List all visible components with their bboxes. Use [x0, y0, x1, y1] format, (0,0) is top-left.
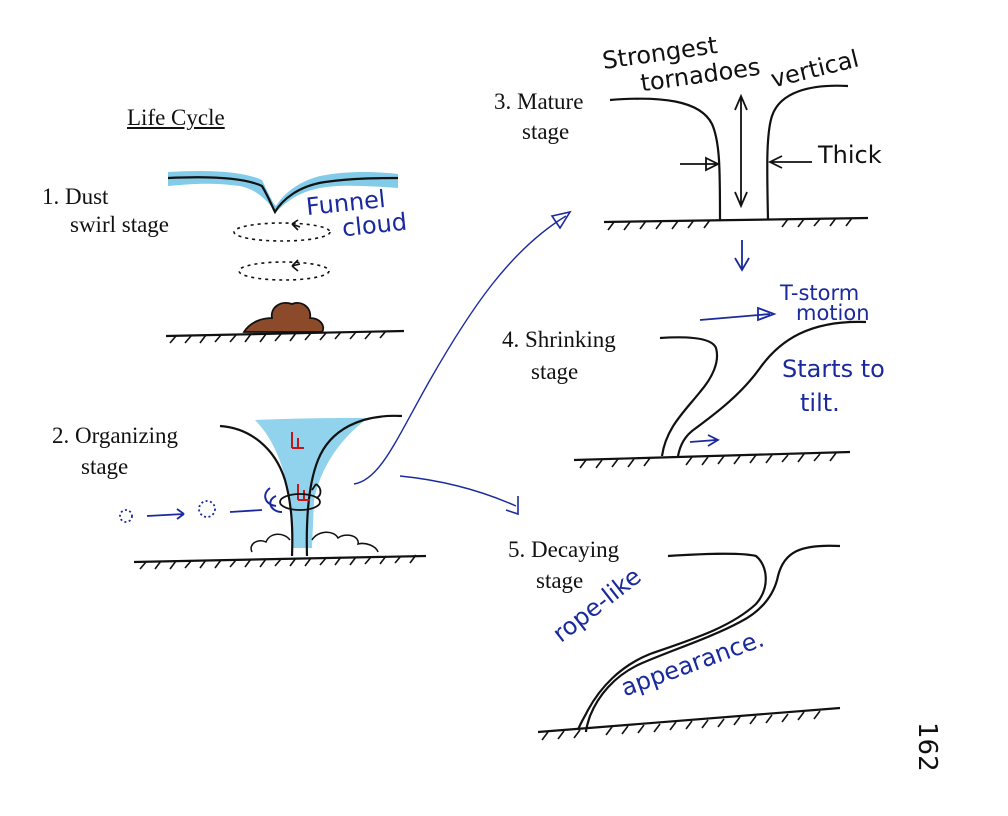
stage4-motion-arrow: [699, 306, 777, 322]
stage5-drawing: [537, 544, 841, 741]
funnel-cloud-note-line2: cloud: [340, 207, 409, 243]
stage2-blue-swirl-mid: [198, 500, 216, 518]
stage2-red-arrow-upper: [291, 432, 304, 449]
stage5-ground: [537, 706, 841, 734]
stage2-inflow-swirl: [264, 487, 283, 513]
starts-to-tilt-note-line2: tilt.: [800, 389, 840, 417]
stage2-label-line1: 2. Organizing: [52, 421, 178, 451]
stage1-number: 1.: [42, 184, 60, 209]
stage5-name: Decaying: [531, 537, 620, 562]
stage4-ground-arrow: [689, 434, 720, 447]
stage5-ground-hatch: [541, 710, 821, 741]
stage3-name: Mature: [517, 89, 584, 114]
stage2-number: 2.: [52, 423, 70, 448]
arrow-stage2-to-stage3: [353, 215, 567, 485]
stage3-thick-arrow-right: [767, 155, 812, 169]
stage2-funnel-left: [219, 424, 294, 557]
diagram-title: Life Cycle: [127, 105, 225, 130]
page-number: 162: [912, 722, 942, 772]
stage2-blue-inflow-arrow: [146, 508, 185, 520]
stage3-vertical-arrow: [734, 93, 748, 209]
stage1-swirl-lower: [238, 261, 330, 281]
stage5-rope-right: [584, 544, 841, 733]
starts-to-tilt-note-line1: Starts to: [782, 355, 885, 383]
stage2-rotation-ring: [279, 493, 321, 511]
stage3-label-line1: 3. Mature: [494, 87, 583, 117]
stage3-to-stage4-arrow: [734, 240, 750, 272]
arrow-stage2-to-stage3-head: [550, 210, 572, 230]
stage3-funnel-left: [609, 97, 722, 221]
arrow-stage2-to-stage5: [399, 475, 517, 507]
stage4-drawing: [573, 306, 867, 469]
stage3-thick-arrow-left: [680, 156, 721, 172]
stage3-number: 3.: [494, 89, 512, 114]
tstorm-motion-note-line2: motion: [796, 301, 870, 325]
tstorm-motion-note-line1: T-storm: [780, 281, 860, 305]
stage5-number: 5.: [508, 537, 526, 562]
stage3-drawing: [603, 84, 869, 272]
stage1-label-line1: 1. Dust: [42, 182, 108, 212]
stage1-swirl-upper: [233, 222, 331, 242]
stage2-ground-hatch: [139, 554, 417, 570]
stage4-label-line2: stage: [531, 359, 579, 384]
thick-note: Thick: [818, 141, 882, 169]
arrow-stage2-to-stage5-head: [505, 496, 519, 516]
stage5-label-line1: 5. Decaying: [508, 535, 619, 565]
stage1-label-line2: swirl stage: [70, 212, 170, 237]
stage1-drawing: [165, 170, 405, 344]
stage4-funnel-right: [676, 320, 867, 457]
stage5-rope-left: [576, 552, 767, 731]
stage1-swirl-upper-arrow: [291, 219, 301, 231]
stage2-blue-swirl-small: [119, 509, 133, 523]
stage1-dust-pile: [242, 302, 325, 333]
stage4-number: 4.: [502, 327, 520, 352]
stage2-dust-cloud: [250, 531, 379, 553]
stage1-name: Dust: [65, 184, 109, 209]
stage5-label-line2: stage: [536, 568, 584, 593]
stage2-funnel-right: [305, 414, 403, 557]
stage1-ground-hatch: [169, 330, 387, 344]
stage2-drawing: [119, 414, 427, 570]
stage4-ground: [573, 450, 851, 462]
stage3-ground: [603, 216, 869, 224]
stage4-label-line1: 4. Shrinking: [502, 325, 616, 355]
stage3-ground-hatch: [607, 217, 853, 231]
stage4-name: Shrinking: [525, 327, 616, 352]
stage2-rotation-arrow: [311, 483, 322, 499]
stage1-swirl-lower-arrow: [291, 259, 301, 272]
stage2-label-line2: stage: [81, 454, 129, 479]
stage1-cloud-base: [167, 176, 399, 215]
stage2-name: Organizing: [75, 423, 179, 448]
stage4-ground-hatch: [579, 452, 837, 469]
stage4-funnel-left: [659, 336, 719, 457]
stage3-funnel-right: [766, 84, 849, 221]
stage2-blue-inflow-line: [229, 509, 263, 513]
stage3-label-line2: stage: [522, 119, 570, 144]
